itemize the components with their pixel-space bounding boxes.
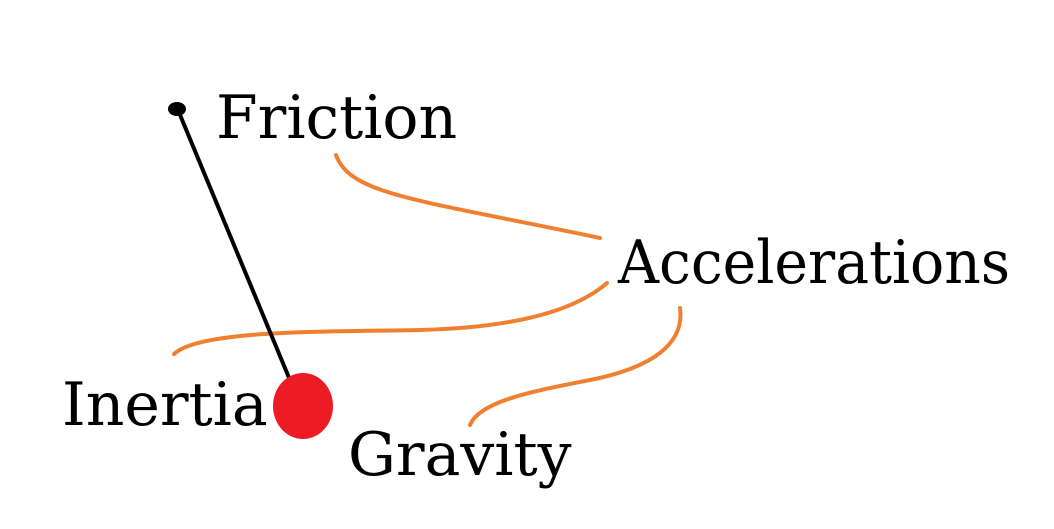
label-accelerations: Accelerations [617,228,1010,298]
label-inertia: Inertia [62,370,268,440]
connector-inertia-accelerations [172,281,609,356]
pendulum-bob [273,373,333,439]
label-friction: Friction [216,83,457,153]
label-gravity: Gravity [348,420,572,490]
pendulum-string [176,109,294,386]
connector-friction-accelerations [334,153,602,240]
connector-gravity-accelerations [468,306,683,427]
pendulum-pivot [168,102,186,116]
